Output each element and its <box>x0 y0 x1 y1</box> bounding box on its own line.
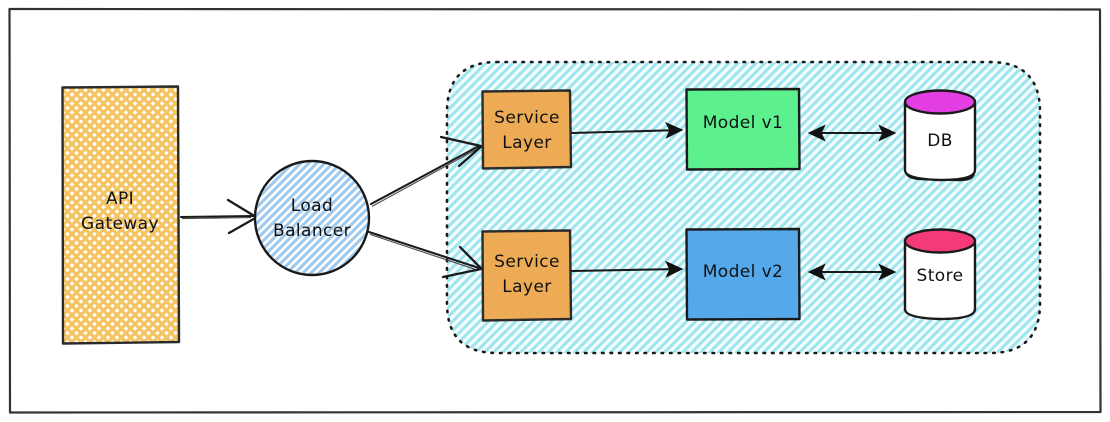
node-service-layer-2-label-line1: Service <box>494 252 560 272</box>
outer-frame <box>8 7 1102 414</box>
node-service-layer-1-label-line1: Service <box>494 108 560 128</box>
edge-lb-to-service-1 <box>369 135 483 207</box>
node-model-v1-label: Model v1 <box>703 113 784 133</box>
node-store[interactable]: Store <box>903 228 977 321</box>
node-service-layer-1[interactable]: Service Layer <box>481 89 573 170</box>
edge-lb-to-service-2 <box>367 230 483 279</box>
node-model-v1[interactable]: Model v1 <box>685 87 801 171</box>
edge-service2-to-model-v2 <box>570 260 684 278</box>
node-model-v2[interactable]: Model v2 <box>685 227 801 321</box>
node-store-label: Store <box>917 266 964 286</box>
node-db-label: DB <box>927 131 953 151</box>
node-api-gateway-label-line2: Gateway <box>81 214 159 234</box>
node-load-balancer-label-line2: Balancer <box>273 221 351 241</box>
edge-gateway-to-lb <box>179 198 258 235</box>
store-cap <box>903 228 977 254</box>
node-model-v2-label: Model v2 <box>703 262 784 282</box>
node-load-balancer[interactable]: Load Balancer <box>253 159 371 277</box>
edge-service1-to-model-v1 <box>570 121 684 139</box>
node-api-gateway-label-line1: API <box>106 189 134 209</box>
node-service-layer-1-label-line2: Layer <box>502 133 551 153</box>
node-service-layer-2[interactable]: Service Layer <box>481 229 573 322</box>
node-api-gateway[interactable]: API Gateway <box>61 85 181 345</box>
node-load-balancer-label-line1: Load <box>291 196 333 216</box>
node-service-layer-2-label-line2: Layer <box>502 277 551 297</box>
db-cap <box>903 89 977 115</box>
node-db[interactable]: DB <box>903 89 977 182</box>
